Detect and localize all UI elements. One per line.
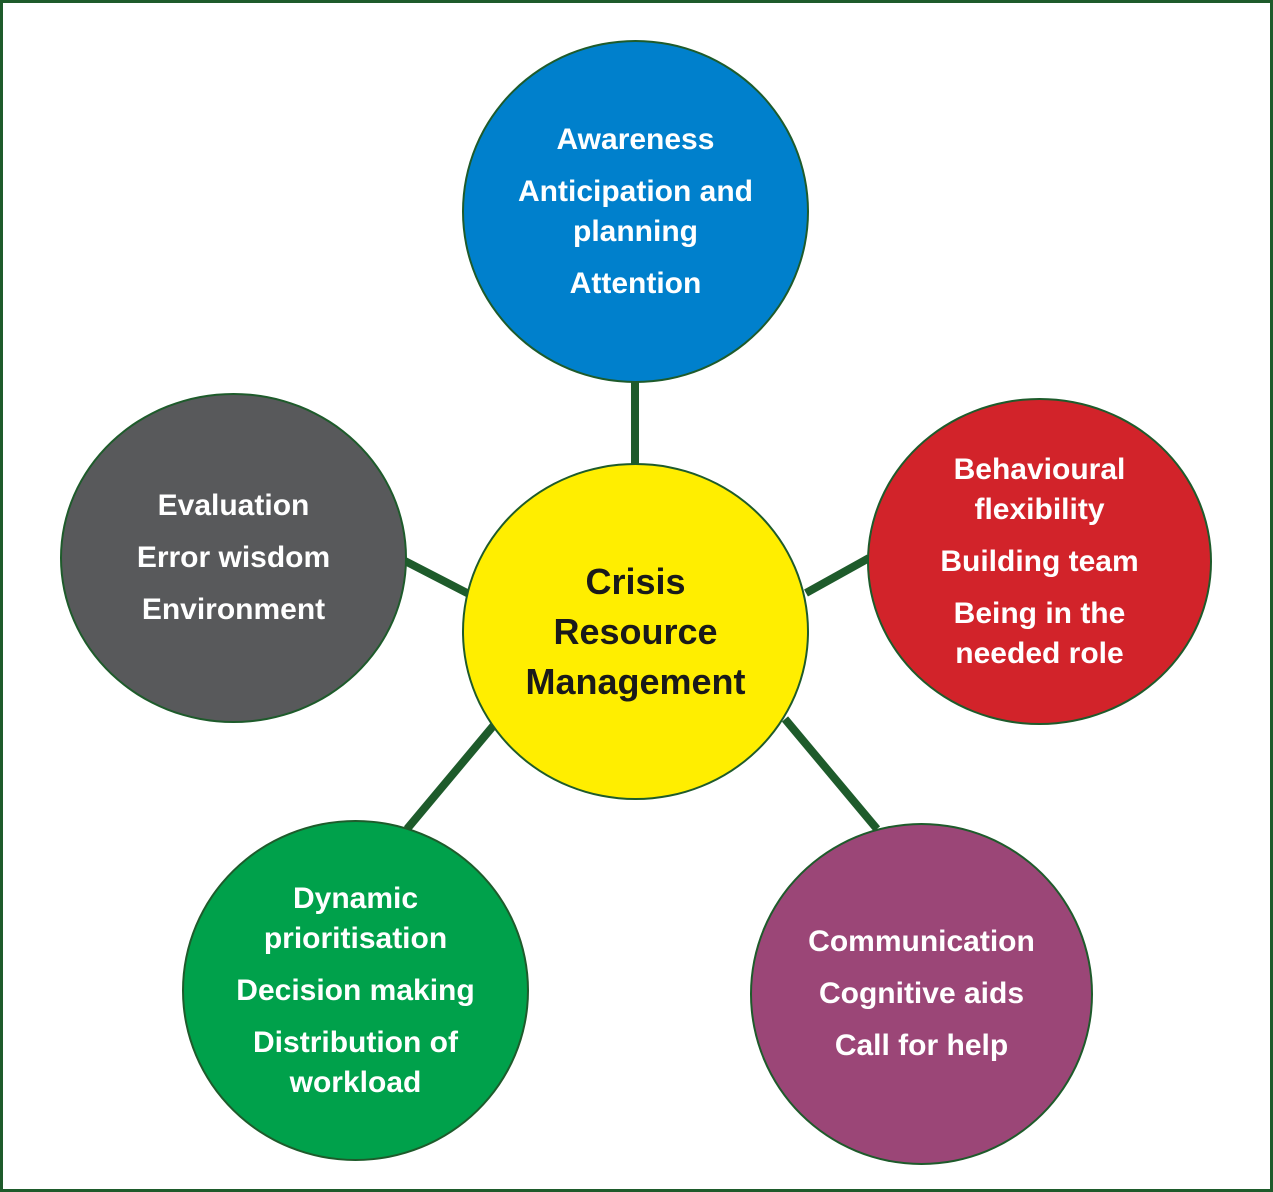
node-item-line: needed role [955,636,1124,670]
connector-lines [403,380,881,832]
node-item: Distribution of workload [225,1023,486,1103]
node-item-line: Behavioural [953,452,1126,486]
node-item-line: Attention [569,266,702,300]
node-item: Call for help [807,1026,1036,1066]
node-item: Dynamic prioritisation [236,879,475,959]
node-item-line: planning [573,214,698,248]
node-item-line: Communication [808,925,1035,958]
node-item: Building team [912,542,1166,582]
center-title-line: Crisis [585,560,686,602]
node-item-line: Building team [940,544,1139,578]
node-item-line: Cognitive aids [818,977,1025,1010]
node-item-line: Error wisdom [136,541,331,574]
node-item-line: Anticipation and [518,174,753,208]
node-item: Cognitive aids [791,974,1052,1014]
connector-right [804,554,871,597]
node-item-line: Dynamic [292,881,419,915]
node-item: Behavioural flexibility [926,450,1154,530]
node-item-line: Environment [141,593,326,626]
node-item-line: Awareness [556,122,715,156]
node-item: Awareness [529,120,743,160]
node-item: Decision making [208,971,502,1011]
node-item: Error wisdom [109,538,358,578]
node-item-line: prioritisation [263,921,448,955]
connector-left [403,557,471,598]
center-title-line: Resource [553,610,718,652]
node-item-line: Distribution of [253,1025,458,1059]
node-item: Communication [780,922,1063,962]
connector-bottom-left [403,722,498,832]
center-title-line: Management [525,660,746,702]
node-item-line: flexibility [974,492,1105,526]
node-item: Environment [114,590,353,630]
node-item: Evaluation [130,486,338,526]
node-item-line: Decision making [236,973,475,1007]
node-item-line: Call for help [834,1029,1009,1062]
node-item-line: Being in the [953,596,1126,630]
node-item: Being in the needed role [926,594,1154,674]
node-item-line: Evaluation [157,489,310,522]
node-item-line: workload [289,1065,422,1099]
connector-bottom-right [781,716,881,832]
node-item: Attention [542,264,730,304]
node-item: Anticipation and planning [490,172,781,252]
